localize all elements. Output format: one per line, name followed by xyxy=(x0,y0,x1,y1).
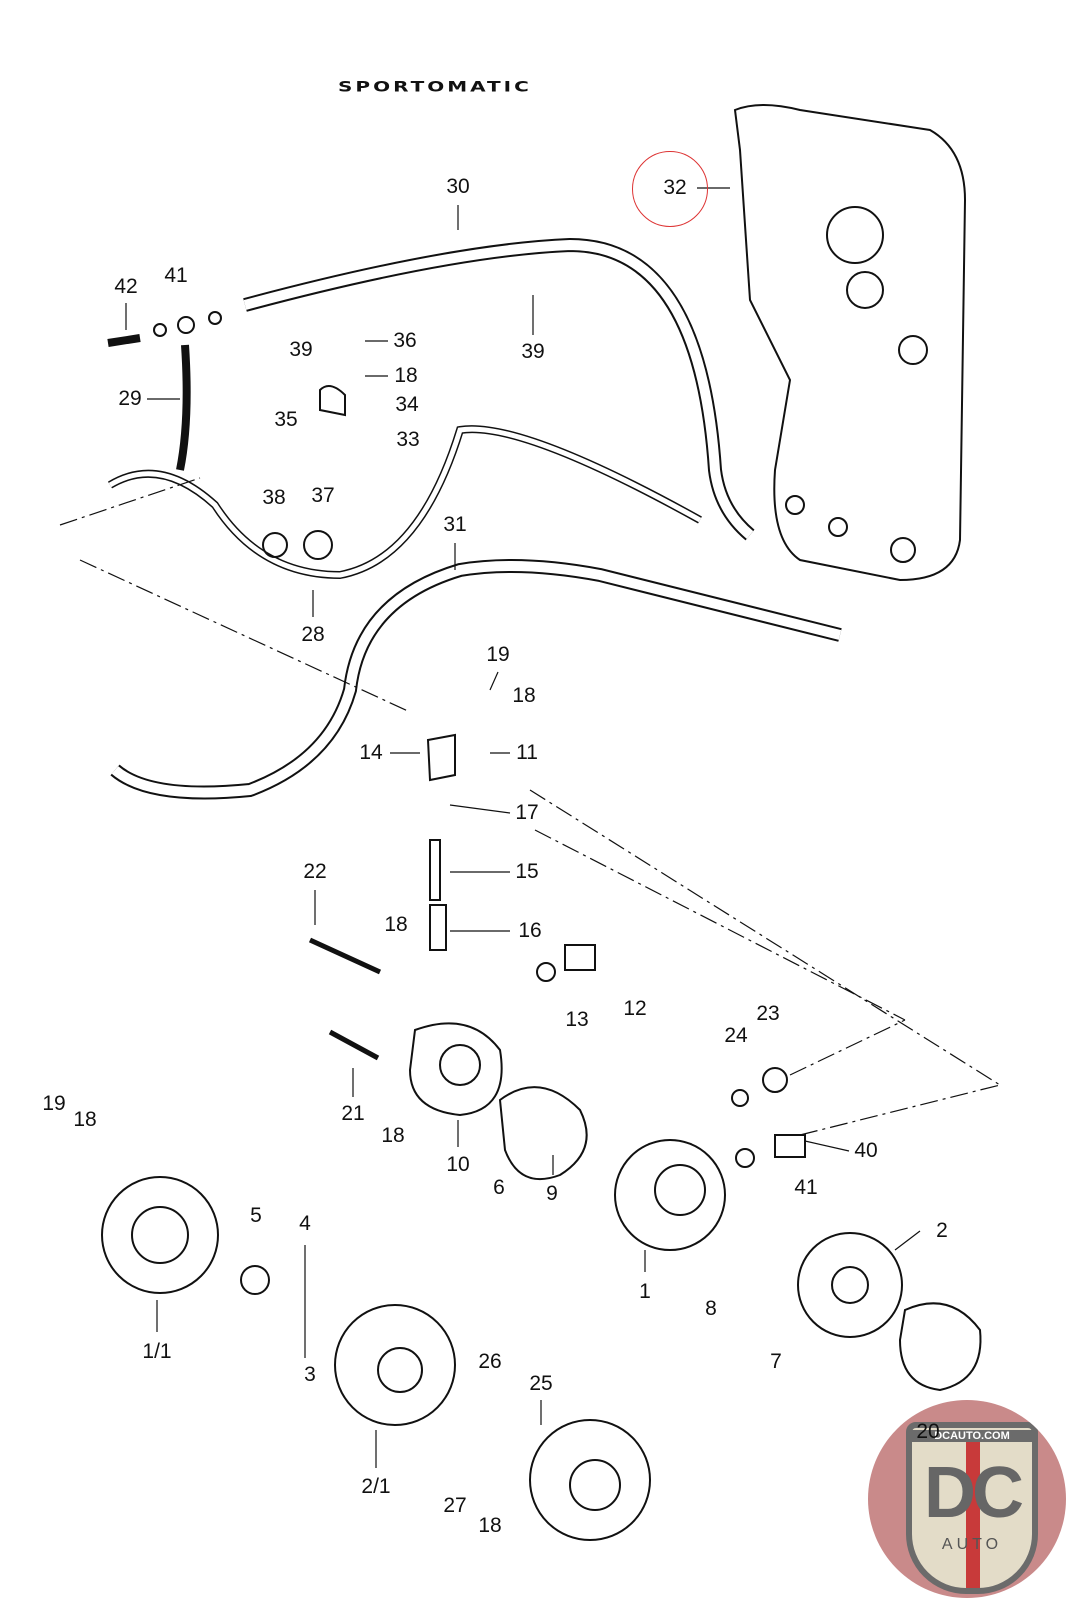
part-label[interactable]: 31 xyxy=(443,513,467,536)
logo-word: AUTO xyxy=(941,1536,1003,1553)
part-label[interactable]: 42 xyxy=(114,275,138,298)
part-label[interactable]: 19 xyxy=(42,1092,66,1115)
part-label[interactable]: 33 xyxy=(396,428,420,451)
part-label[interactable]: 18 xyxy=(394,364,418,387)
part-label[interactable]: 16 xyxy=(518,919,542,942)
hose-31 xyxy=(110,559,842,800)
part-label[interactable]: 2/1 xyxy=(361,1475,391,1498)
housing-10 xyxy=(408,1022,503,1117)
part-label[interactable]: 10 xyxy=(446,1153,470,1176)
part-label[interactable]: 41 xyxy=(794,1176,818,1199)
pump-2-1 xyxy=(334,1304,456,1426)
part-label[interactable]: 27 xyxy=(443,1494,467,1517)
part-label[interactable]: 30 xyxy=(446,175,470,198)
part-label[interactable]: 2 xyxy=(936,1219,948,1242)
highlight-circle xyxy=(632,151,708,227)
part-label[interactable]: 13 xyxy=(565,1008,589,1031)
part-label[interactable]: 24 xyxy=(724,1024,748,1047)
gasket-9 xyxy=(498,1086,588,1180)
pump-1-1 xyxy=(101,1176,219,1294)
part-label[interactable]: 40 xyxy=(854,1139,878,1162)
part-label[interactable]: 39 xyxy=(521,340,545,363)
part-label[interactable]: 14 xyxy=(359,741,383,764)
part-label[interactable]: 32 xyxy=(663,176,687,199)
part-label[interactable]: 6 xyxy=(493,1176,505,1199)
part-label[interactable]: 28 xyxy=(301,623,325,646)
watermark-logo: DCAUTO.COM DC AUTO xyxy=(868,1400,1066,1598)
part-label[interactable]: 21 xyxy=(341,1102,365,1125)
part-label[interactable]: 23 xyxy=(756,1002,780,1025)
part-label[interactable]: 1/1 xyxy=(142,1340,172,1363)
pump-1 xyxy=(614,1139,726,1251)
part-label[interactable]: 18 xyxy=(512,684,536,707)
logo-shield: DCAUTO.COM DC AUTO xyxy=(906,1422,1038,1594)
part-label[interactable]: 38 xyxy=(262,486,286,509)
part-label[interactable]: 12 xyxy=(623,997,647,1020)
part-label[interactable]: 7 xyxy=(770,1350,782,1373)
part-label[interactable]: 11 xyxy=(516,741,538,764)
gasket-20 xyxy=(898,1302,982,1392)
part-label[interactable]: 19 xyxy=(486,643,510,666)
part-label[interactable]: 25 xyxy=(529,1372,553,1395)
part-label[interactable]: 35 xyxy=(274,408,298,431)
part-label[interactable]: 4 xyxy=(299,1212,311,1235)
part-label[interactable]: 5 xyxy=(250,1204,262,1227)
part-label[interactable]: 22 xyxy=(303,860,327,883)
part-label[interactable]: 37 xyxy=(311,484,335,507)
line-29 xyxy=(176,344,191,471)
part-label[interactable]: 29 xyxy=(118,387,142,410)
part-label[interactable]: 34 xyxy=(395,393,419,416)
part-label[interactable]: 18 xyxy=(478,1514,502,1537)
part-label[interactable]: 3 xyxy=(304,1363,316,1386)
logo-mark: DC xyxy=(924,1453,1024,1533)
part-label[interactable]: 26 xyxy=(478,1350,502,1373)
part-label[interactable]: 18 xyxy=(381,1124,405,1147)
part-label[interactable]: 18 xyxy=(73,1108,97,1131)
part-label[interactable]: 17 xyxy=(515,801,539,824)
logo-site: DCAUTO.COM xyxy=(912,1430,1032,1442)
part-label[interactable]: 41 xyxy=(164,264,188,287)
oil-tank xyxy=(733,104,967,582)
part-label[interactable]: 9 xyxy=(546,1182,558,1205)
part-label[interactable]: 15 xyxy=(515,860,539,883)
pump-2 xyxy=(797,1232,903,1338)
part-label[interactable]: 18 xyxy=(384,913,408,936)
part-label[interactable]: 39 xyxy=(289,338,313,361)
diagram-title: SPORTOMATIC xyxy=(338,78,532,95)
part-label[interactable]: 20 xyxy=(916,1420,940,1443)
part-label[interactable]: 36 xyxy=(393,329,417,352)
part-label[interactable]: 1 xyxy=(639,1280,651,1303)
part-label[interactable]: 8 xyxy=(705,1297,717,1320)
pump-25 xyxy=(529,1419,651,1541)
